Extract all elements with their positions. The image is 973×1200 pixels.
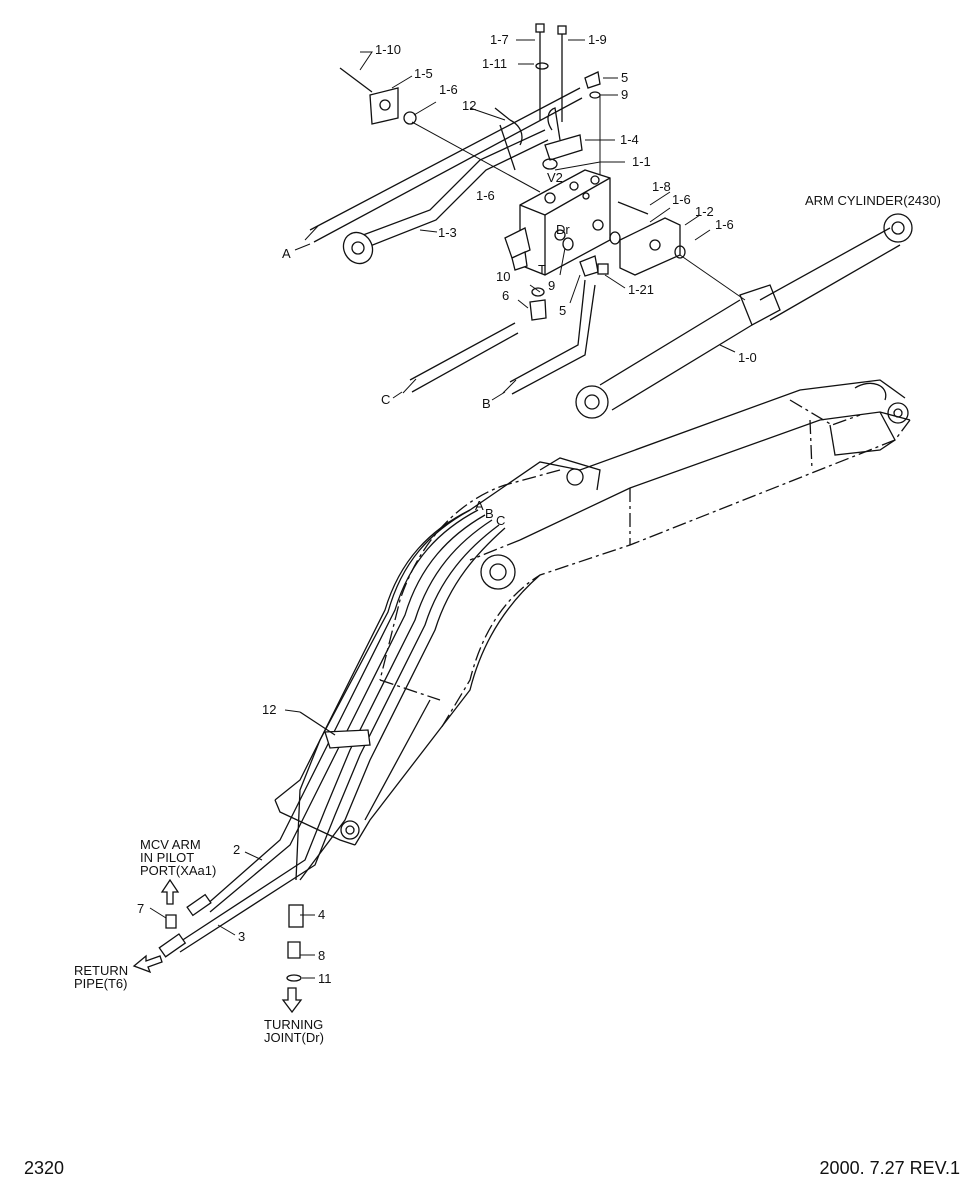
callout-1-6-a: 1-6 (439, 82, 458, 97)
callout-labels: 1-10 1-5 1-6 12 1-7 1-9 1-11 5 9 1-4 1-1… (137, 32, 757, 986)
notes: ARM CYLINDER(2430) MCV ARM IN PILOT PORT… (74, 193, 941, 1045)
junction-B: B (485, 506, 494, 521)
callout-1-1: 1-1 (632, 154, 651, 169)
callout-1-9: 1-9 (588, 32, 607, 47)
junction-C: C (496, 513, 505, 528)
port-v2-label: V2 (547, 170, 563, 185)
callout-9-b: 9 (548, 278, 555, 293)
down-arrow-icon (281, 987, 303, 1014)
junction-A: A (475, 498, 484, 513)
callout-1-6-d: 1-6 (715, 217, 734, 232)
callout-6: 6 (502, 288, 509, 303)
callout-8: 8 (318, 948, 325, 963)
up-arrow-icon (160, 878, 180, 905)
return-pipe-note-line-1: RETURN (74, 963, 128, 978)
mcv-note-line-2: IN PILOT (140, 850, 194, 865)
callout-12-a: 12 (462, 98, 476, 113)
callout-7: 7 (137, 901, 144, 916)
flow-arrows (132, 878, 303, 1014)
revision-date: 2000. 7.27 REV.1 (820, 1158, 960, 1178)
arm-cylinder-note: ARM CYLINDER(2430) (805, 193, 941, 208)
callout-1-0: 1-0 (738, 350, 757, 365)
arm-cylinder (575, 213, 913, 419)
callout-C: C (381, 392, 390, 407)
callout-5-b: 5 (559, 303, 566, 318)
turning-joint-note-line-1: TURNING (264, 1017, 323, 1032)
callout-4: 4 (318, 907, 325, 922)
mcv-note-line-3: PORT(XAa1) (140, 863, 216, 878)
callout-1-3: 1-3 (438, 225, 457, 240)
callout-1-6-b: 1-6 (476, 188, 495, 203)
callout-12-b: 12 (262, 702, 276, 717)
mcv-note-line-1: MCV ARM (140, 837, 201, 852)
callout-B: B (482, 396, 491, 411)
callout-1-11: 1-11 (482, 56, 507, 71)
callout-1-6-c: 1-6 (672, 192, 691, 207)
left-arrow-icon (132, 954, 163, 974)
port-t-label: T (538, 262, 546, 277)
page-number: 2320 (24, 1158, 64, 1178)
callout-1-5: 1-5 (414, 66, 433, 81)
leader-lines (149, 39, 746, 979)
port-dr-label: Dr (556, 222, 570, 237)
pipes-top (304, 87, 596, 395)
callout-1-21: 1-21 (628, 282, 654, 297)
callout-9-a: 9 (621, 87, 628, 102)
turning-joint-note-line-2: JOINT(Dr) (264, 1030, 324, 1045)
callout-1-4: 1-4 (620, 132, 639, 147)
callout-A: A (282, 246, 291, 261)
callout-1-7: 1-7 (490, 32, 509, 47)
return-pipe-note-line-2: PIPE(T6) (74, 976, 127, 991)
callout-5-a: 5 (621, 70, 628, 85)
callout-3: 3 (238, 929, 245, 944)
footer: 2320 2000. 7.27 REV.1 (24, 1158, 960, 1178)
callout-1-10: 1-10 (375, 42, 401, 57)
callout-2: 2 (233, 842, 240, 857)
arm-boom (158, 379, 911, 982)
callout-10: 10 (496, 269, 510, 284)
callout-11: 11 (318, 971, 332, 986)
callout-1-8: 1-8 (652, 179, 671, 194)
valve-block (339, 23, 686, 321)
callout-1-2: 1-2 (695, 204, 714, 219)
